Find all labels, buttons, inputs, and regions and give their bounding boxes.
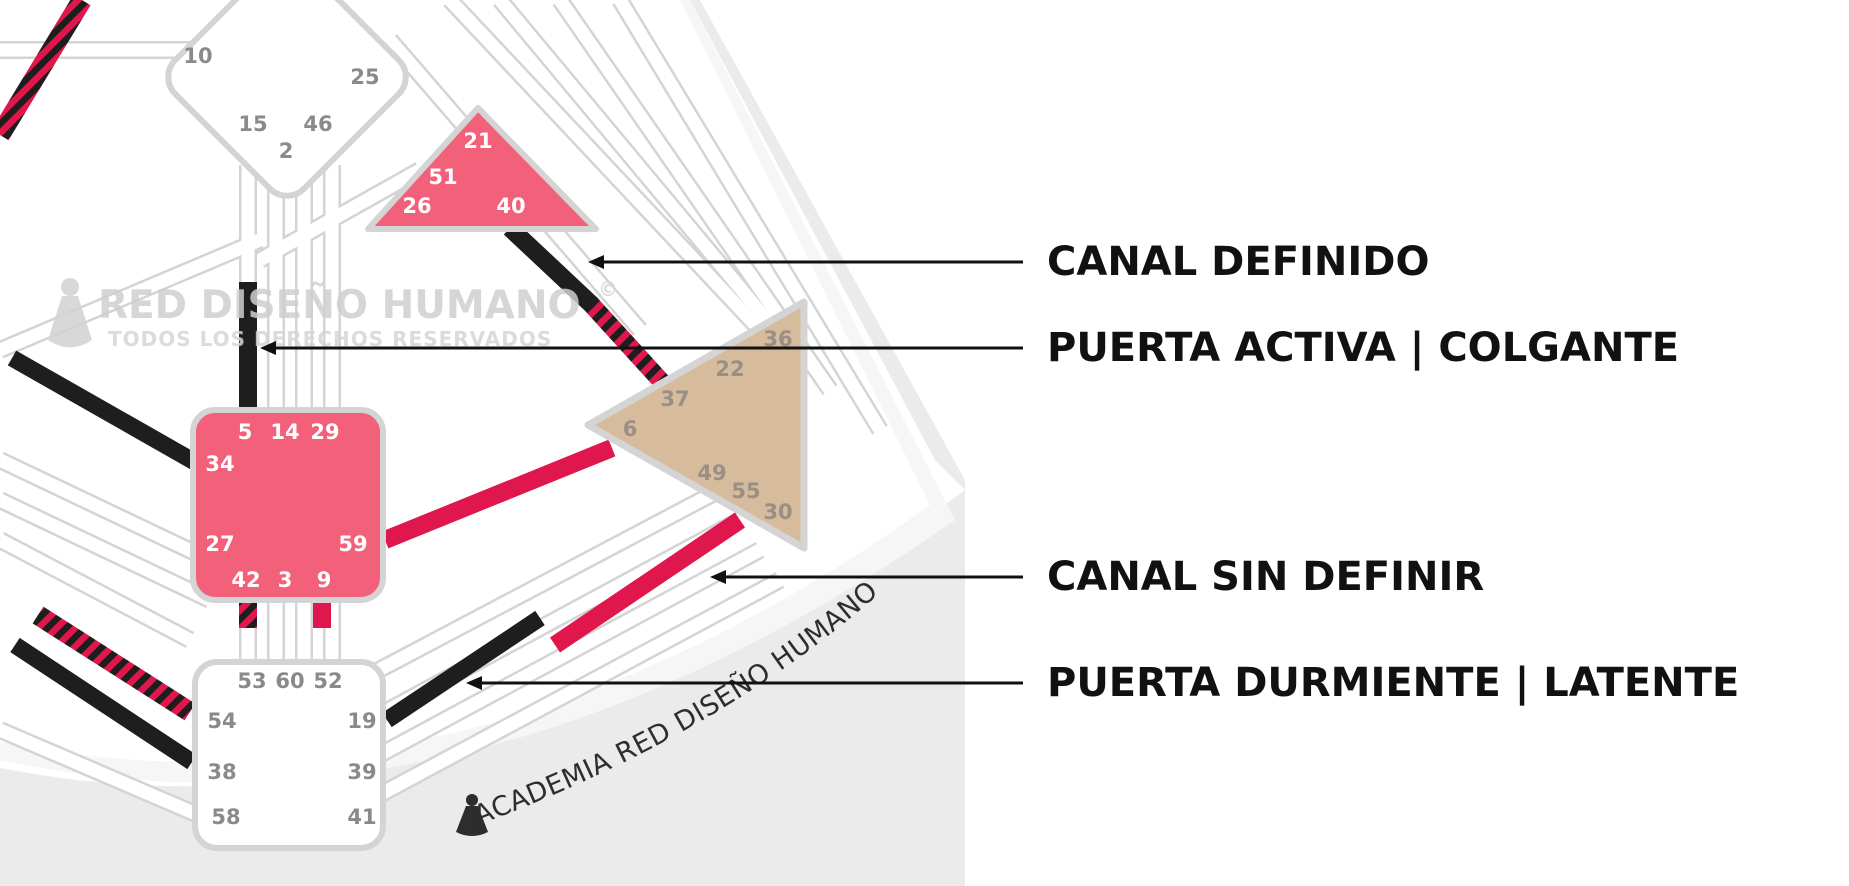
gate-53: 53 bbox=[237, 669, 266, 693]
root-center: 53 60 52 54 19 38 39 58 41 bbox=[192, 659, 386, 851]
gate-9: 9 bbox=[317, 568, 332, 592]
gate-26: 26 bbox=[402, 194, 431, 218]
gate-34: 34 bbox=[205, 452, 234, 476]
gate-5: 5 bbox=[238, 420, 253, 444]
legend-canal-definido: CANAL DEFINIDO bbox=[1047, 239, 1430, 285]
gate-39: 39 bbox=[347, 760, 376, 784]
gate-41: 41 bbox=[347, 805, 376, 829]
gate-59: 59 bbox=[338, 532, 367, 556]
solar-plexus-center: 36 22 37 6 49 55 30 bbox=[584, 298, 808, 552]
gate-37: 37 bbox=[660, 387, 689, 411]
legend-arrows bbox=[260, 255, 1023, 690]
sacral-center: 5 14 29 34 27 59 42 3 9 bbox=[190, 407, 386, 603]
gate-38: 38 bbox=[207, 760, 236, 784]
gate-6: 6 bbox=[623, 417, 638, 441]
gate-21: 21 bbox=[463, 129, 492, 153]
black-channel-left bbox=[7, 350, 205, 473]
watermark-title: RED DISEÑO HUMANO bbox=[98, 281, 581, 328]
root-to-solar-black bbox=[382, 610, 545, 728]
gate-2: 2 bbox=[279, 139, 294, 163]
gate-40: 40 bbox=[496, 194, 525, 218]
legend-puerta-activa: PUERTA ACTIVA | COLGANTE bbox=[1047, 325, 1680, 371]
root-left-striped bbox=[32, 606, 196, 721]
heart-center: 21 51 26 40 bbox=[365, 105, 599, 232]
gate-14: 14 bbox=[270, 420, 299, 444]
gate-10: 10 bbox=[183, 44, 212, 68]
gate-58: 58 bbox=[211, 805, 240, 829]
gate-27: 27 bbox=[205, 532, 234, 556]
heart-to-solar-striped bbox=[583, 296, 669, 389]
bell-figure-icon bbox=[456, 794, 488, 836]
gate-51: 51 bbox=[428, 165, 457, 189]
gate-46: 46 bbox=[303, 112, 332, 136]
g-center: 10 25 15 46 2 bbox=[165, 0, 409, 199]
gate-54: 54 bbox=[207, 709, 236, 733]
gate-25: 25 bbox=[350, 65, 379, 89]
gate-3: 3 bbox=[278, 568, 293, 592]
bell-figure-icon bbox=[48, 278, 92, 348]
watermark: RED DISEÑO HUMANO © TODOS LOS DERECHOS R… bbox=[48, 277, 619, 351]
arrow-puerta-activa bbox=[260, 341, 1023, 355]
gate-22: 22 bbox=[715, 357, 744, 381]
gate-55: 55 bbox=[731, 479, 760, 503]
outer-grey-band bbox=[0, 0, 965, 886]
gate-19: 19 bbox=[347, 709, 376, 733]
gate-60: 60 bbox=[275, 669, 304, 693]
gate-42: 42 bbox=[231, 568, 260, 592]
solar-to-root-red bbox=[549, 512, 746, 653]
gate-29: 29 bbox=[310, 420, 339, 444]
watermark-registered: © bbox=[598, 277, 619, 301]
legend-puerta-durmiente: PUERTA DURMIENTE | LATENTE bbox=[1047, 660, 1740, 706]
legend-canal-sin-definir: CANAL SIN DEFINIR bbox=[1047, 554, 1485, 600]
heart-to-solar-black bbox=[503, 221, 599, 312]
root-left-black bbox=[10, 637, 197, 770]
arrow-canal-definido bbox=[588, 255, 1023, 269]
striped-channel-top-left bbox=[0, 0, 91, 141]
arrow-canal-sin-definir bbox=[710, 570, 1023, 584]
gate-30: 30 bbox=[763, 500, 792, 524]
gate-15: 15 bbox=[238, 112, 267, 136]
gate-52: 52 bbox=[313, 669, 342, 693]
gate-49: 49 bbox=[697, 461, 726, 485]
arrow-puerta-durmiente bbox=[466, 676, 1023, 690]
defined-channels bbox=[0, 0, 746, 770]
sacral-to-solar-red bbox=[381, 439, 616, 549]
